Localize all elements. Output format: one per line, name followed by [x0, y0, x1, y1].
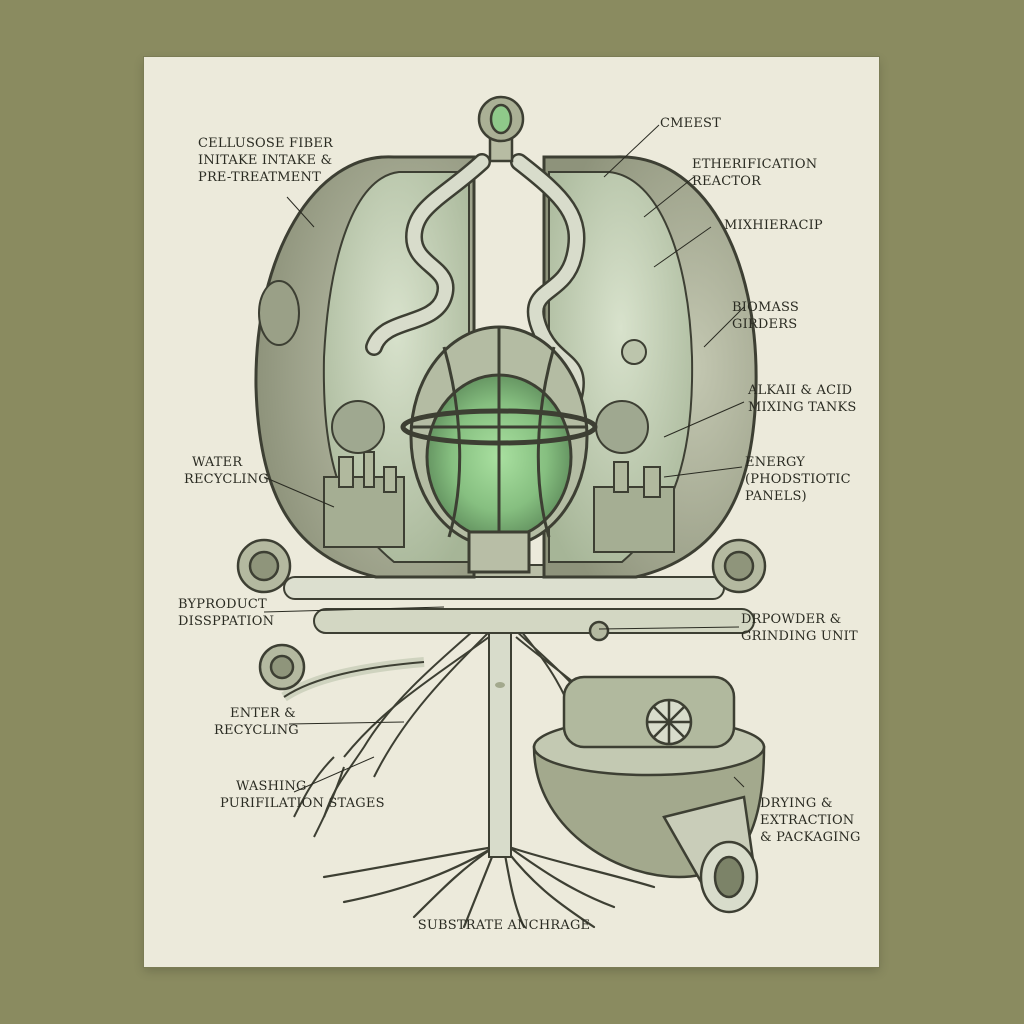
label-drpowder-grinding: DRPOWDER & GRINDING UNIT: [741, 612, 858, 644]
label-cellulose-intake: CELLUSOSE FIBER INITAKE INTAKE & PRE-TRE…: [198, 136, 334, 185]
label-energy-panels: ENERGY (PHODSTIOTIC PANELS): [745, 455, 851, 504]
label-water-recycling: WATER RECYCLING: [184, 455, 269, 487]
label-drying-extraction: DRYING & EXTRACTION & PACKAGING: [760, 796, 861, 845]
root-system: [322, 845, 656, 929]
label-etherification-reactor: ETHERIFICATION REACTOR: [692, 157, 818, 189]
biofactory-illustration: [236, 95, 767, 929]
leader-lines: [263, 124, 745, 793]
label-washing-purification: WASHING PURIFILATION STAGES: [220, 779, 385, 811]
coiled-pipes: [365, 153, 586, 406]
label-cmeest: CMEEST: [660, 116, 722, 131]
inner-machinery: [323, 339, 675, 553]
label-substrate-anchorage: SUBSTRATE ANCHRAGE: [417, 918, 591, 933]
label-biomass-girders: BIOMASS GIRDERS: [732, 300, 800, 332]
top-nozzle: [477, 95, 525, 163]
label-alkali-acid-tanks: ALKAII & ACID MIXING TANKS: [748, 383, 857, 415]
valve-wheels: [236, 538, 767, 691]
core-reactor: [400, 325, 598, 574]
side-pipes: [281, 576, 755, 702]
diagram-sheet: CELLUSOSE FIBER INITAKE INTAKE & PRE-TRE…: [144, 57, 879, 967]
label-mixhieracip: MIXHIERACIP: [724, 218, 823, 233]
label-byproduct-dissipation: BYPRODUCT DISSPPATION: [178, 597, 275, 629]
label-enter-recycling: ENTER & RECYCLING: [214, 706, 299, 738]
drying-unit: [532, 675, 766, 914]
